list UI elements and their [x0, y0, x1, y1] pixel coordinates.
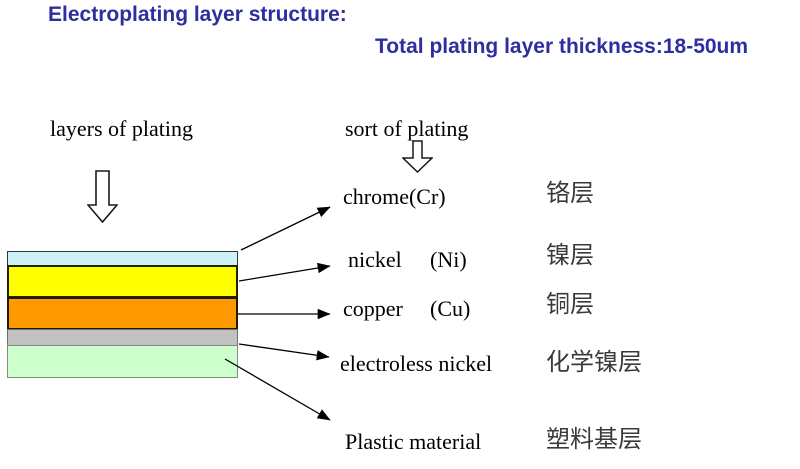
arrow-to-plastic [224, 358, 331, 421]
layer-nickel [7, 265, 238, 298]
label-plastic-material: Plastic material [345, 429, 482, 454]
label-copper-zh: 铜层 [546, 292, 594, 318]
down-arrow-icon [87, 170, 118, 223]
label-electroless-nickel-zh: 化学镍层 [546, 350, 642, 376]
label-nickel: nickel [348, 247, 402, 272]
label-nickel-symbol: (Ni) [430, 247, 467, 272]
label-chrome: chrome(Cr) [343, 184, 446, 209]
label-copper-symbol: (Cu) [430, 296, 471, 321]
arrow-to-chrome [240, 206, 331, 251]
label-layers-of-plating: layers of plating [50, 116, 193, 141]
layer-chrome [7, 251, 238, 266]
page-title: Electroplating layer structure: [48, 3, 347, 26]
arrow-to-nickel [238, 262, 331, 282]
down-arrow-icon [402, 140, 433, 173]
plating-layer-stack [7, 251, 238, 378]
label-chrome-zh: 铬层 [546, 181, 594, 207]
label-sort-of-plating: sort of plating [345, 116, 469, 141]
label-nickel-zh: 镍层 [546, 243, 594, 269]
label-electroless-nickel: electroless nickel [340, 351, 493, 376]
label-plastic-material-zh: 塑料基层 [546, 427, 642, 453]
layer-copper [7, 297, 238, 330]
arrow-to-electroless-nickel [238, 343, 330, 361]
page-subtitle: Total plating layer thickness:18-50um [375, 35, 749, 58]
layer-plastic [7, 345, 238, 378]
layer-electroless-nickel [7, 329, 238, 346]
label-copper: copper [343, 296, 403, 321]
